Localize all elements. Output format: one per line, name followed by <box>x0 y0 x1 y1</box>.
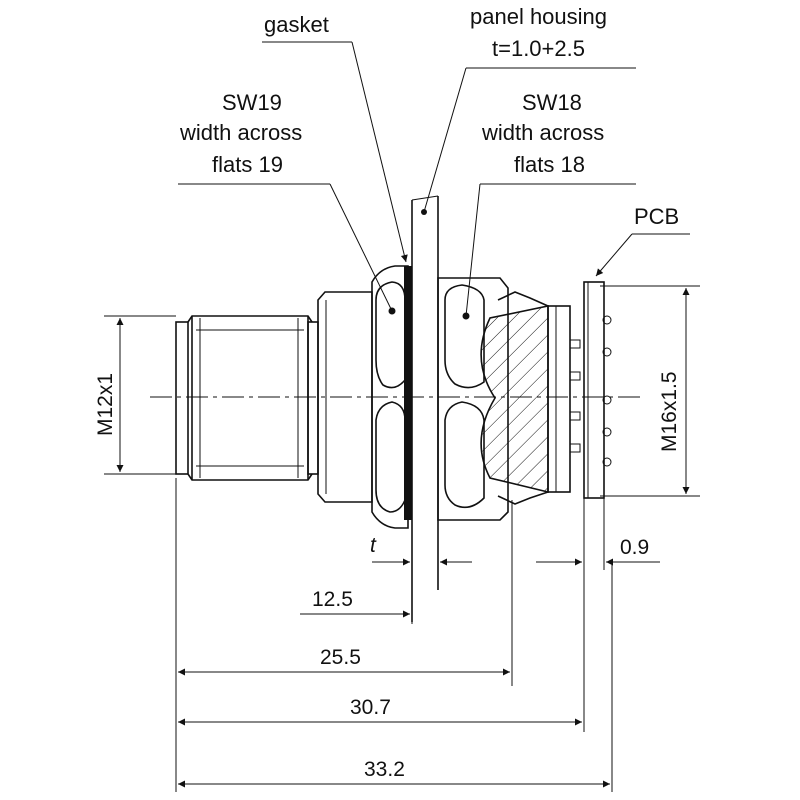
contact-pins <box>547 305 581 493</box>
connector-body <box>150 195 640 622</box>
panel-t-label: t <box>370 534 377 557</box>
dim-33-2-label: 33.2 <box>364 758 405 781</box>
gasket-label: gasket <box>264 12 329 37</box>
pcb-thickness-label: 0.9 <box>620 536 649 559</box>
dimension-33-2: 33.2 <box>178 758 610 788</box>
callout-gasket: gasket <box>262 12 408 263</box>
dim-25-5-label: 25.5 <box>320 646 361 669</box>
panel-housing-label: panel housing <box>470 4 607 29</box>
sw18-flats-label: flats 18 <box>514 152 585 177</box>
callout-sw18: SW18 width across flats 18 <box>465 90 636 317</box>
dim-30-7-label: 30.7 <box>350 696 391 719</box>
callout-pcb: PCB <box>595 204 690 277</box>
m16-thread-label: M16x1.5 <box>658 371 681 452</box>
sw18-width-label: width across <box>481 120 604 145</box>
extension-lines <box>175 478 613 792</box>
dimension-m12: M12x1 <box>94 315 176 475</box>
dimension-panel-t: t <box>370 534 472 566</box>
sw18-title: SW18 <box>522 90 582 115</box>
dimension-25-5: 25.5 <box>178 646 510 676</box>
panel-housing-part <box>411 195 439 622</box>
pcb-board <box>583 281 612 499</box>
rear-section-hatched <box>480 291 549 505</box>
dimension-12-5: 12.5 <box>300 588 410 618</box>
dimension-30-7: 30.7 <box>178 696 582 726</box>
pcb-label: PCB <box>634 204 679 229</box>
m12-thread-section <box>175 315 319 481</box>
sw19-title: SW19 <box>222 90 282 115</box>
callout-sw19: SW19 width across flats 19 <box>178 90 393 312</box>
callout-panel-housing: panel housing t=1.0+2.5 <box>421 4 636 215</box>
dim-12-5-label: 12.5 <box>312 588 353 611</box>
sw19-width-label: width across <box>179 120 302 145</box>
panel-thickness-label: t=1.0+2.5 <box>492 36 585 61</box>
m12-thread-label: M12x1 <box>94 373 117 436</box>
dimension-pcb-0-9: 0.9 <box>536 536 660 566</box>
dimension-m16: M16x1.5 <box>600 285 700 497</box>
gasket-part <box>404 266 412 520</box>
sw19-flats-label: flats 19 <box>212 152 283 177</box>
